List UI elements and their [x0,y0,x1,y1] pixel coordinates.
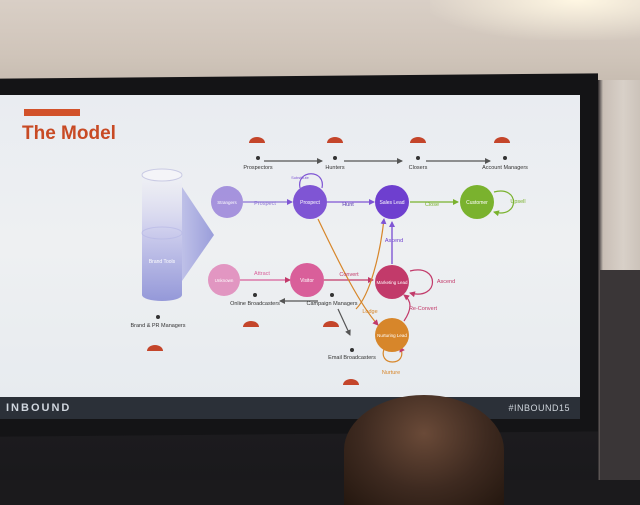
svg-text:Online Broadcasters: Online Broadcasters [230,301,280,307]
role-edge-email [337,308,351,336]
edge-lodge-up [355,218,387,310]
node-unknown-label: Unknown [215,278,234,283]
side-panel [600,270,640,480]
role-campaign-managers: Campaign Managers [306,293,358,327]
node-stranger [211,186,243,218]
node-customer [460,185,494,219]
svg-text:Campaign Managers: Campaign Managers [306,301,357,307]
cap-icon [410,137,426,143]
node-stranger-label: Strangers [217,200,237,205]
presentation-slide: The Model [0,95,580,397]
audience-head [344,395,504,505]
person-icon [333,156,337,160]
person-icon [253,293,257,297]
role-prospectors: Prospectors [243,137,273,171]
role-email-broadcasters: Email Broadcasters [328,348,376,385]
edge-label-prospect: Prospect [254,201,276,207]
role-hunters: Hunters [325,137,345,171]
edge-label-hunt: Hunt [342,202,354,208]
cap-icon [147,345,163,351]
edge-label-ascend: Ascend [385,238,403,244]
person-icon [156,315,160,319]
person-icon [330,293,334,297]
role-brand-pr: Brand & PR Managers [130,315,186,351]
cap-icon [323,321,339,327]
node-unknown [208,264,240,296]
role-account-managers: Account Managers [482,137,528,171]
node-visitor-label: Visitor [300,278,314,284]
svg-text:Closers: Closers [409,165,428,171]
edge-label-upsell: Upsell [510,199,525,205]
role-closers: Closers [409,137,428,171]
node-visitor [290,263,324,297]
edge-label-convert: Convert [339,272,359,278]
ceiling-light [430,0,640,40]
cap-icon [494,137,510,143]
edge-ascend-right [409,269,433,298]
node-sales-lead-label: Sales Lead [379,200,404,206]
edge-label-ascend-right: Ascend [437,279,455,285]
cap-icon [343,379,359,385]
slide-title: The Model [22,123,116,144]
edge-label-reconvert: Re-Convert [409,306,438,312]
cap-icon [327,137,343,143]
nodes: Strangers Prospect Sales Lead Customer U… [208,185,494,352]
role-online-broadcasters: Online Broadcasters [230,293,280,327]
node-prospect-label: Prospect [300,200,320,206]
edge-labels: Prospect Hunt Close Upsell Ascend Attrac… [254,175,526,376]
person-icon [416,156,420,160]
person-icon [256,156,260,160]
edge-lodge [317,218,379,326]
cap-icon [243,321,259,327]
node-nurturing-lead-label: Nurturing Lead [377,333,407,338]
svg-text:Brand & PR Managers: Brand & PR Managers [130,323,185,329]
svg-text:Prospectors: Prospectors [243,165,273,171]
svg-text:Hunters: Hunters [325,165,345,171]
node-nurturing-lead [375,318,409,352]
edge-label-lodge: Lodge [362,309,377,315]
svg-text:Email Broadcasters: Email Broadcasters [328,355,376,361]
funnel-arrow [182,187,214,281]
person-icon [503,156,507,160]
model-diagram: Brand Tools Strangers [130,137,528,385]
edge-label-close: Close [425,202,439,208]
node-marketing-lead [375,265,409,299]
edge-label-self-loop: Substitute [291,175,310,180]
person-icon [350,348,354,352]
node-customer-label: Customer [466,200,488,206]
inbound-logo: INBOUND [6,402,72,414]
footer-hashtag: #INBOUND15 [508,403,570,413]
funnel-cylinder: Brand Tools [141,168,214,301]
roles: Prospectors Hunters Closers Account Mana… [130,137,528,385]
funnel-label: Brand Tools [149,259,176,265]
svg-text:Account Managers: Account Managers [482,165,528,171]
node-prospect [293,185,327,219]
node-marketing-lead-label: Marketing Lead [376,280,408,285]
edge-reconvert [403,294,411,322]
edge-label-nurture: Nurture [382,370,400,376]
cap-icon [249,137,265,143]
edge-label-attract: Attract [254,271,270,277]
edge-nurture [382,346,405,363]
edge-upsell [493,190,515,217]
title-accent-bar [24,109,80,116]
edges [240,158,515,363]
node-sales-lead [375,185,409,219]
slide-footer: INBOUND #INBOUND15 [0,397,580,419]
edge-self-loop [299,173,323,189]
